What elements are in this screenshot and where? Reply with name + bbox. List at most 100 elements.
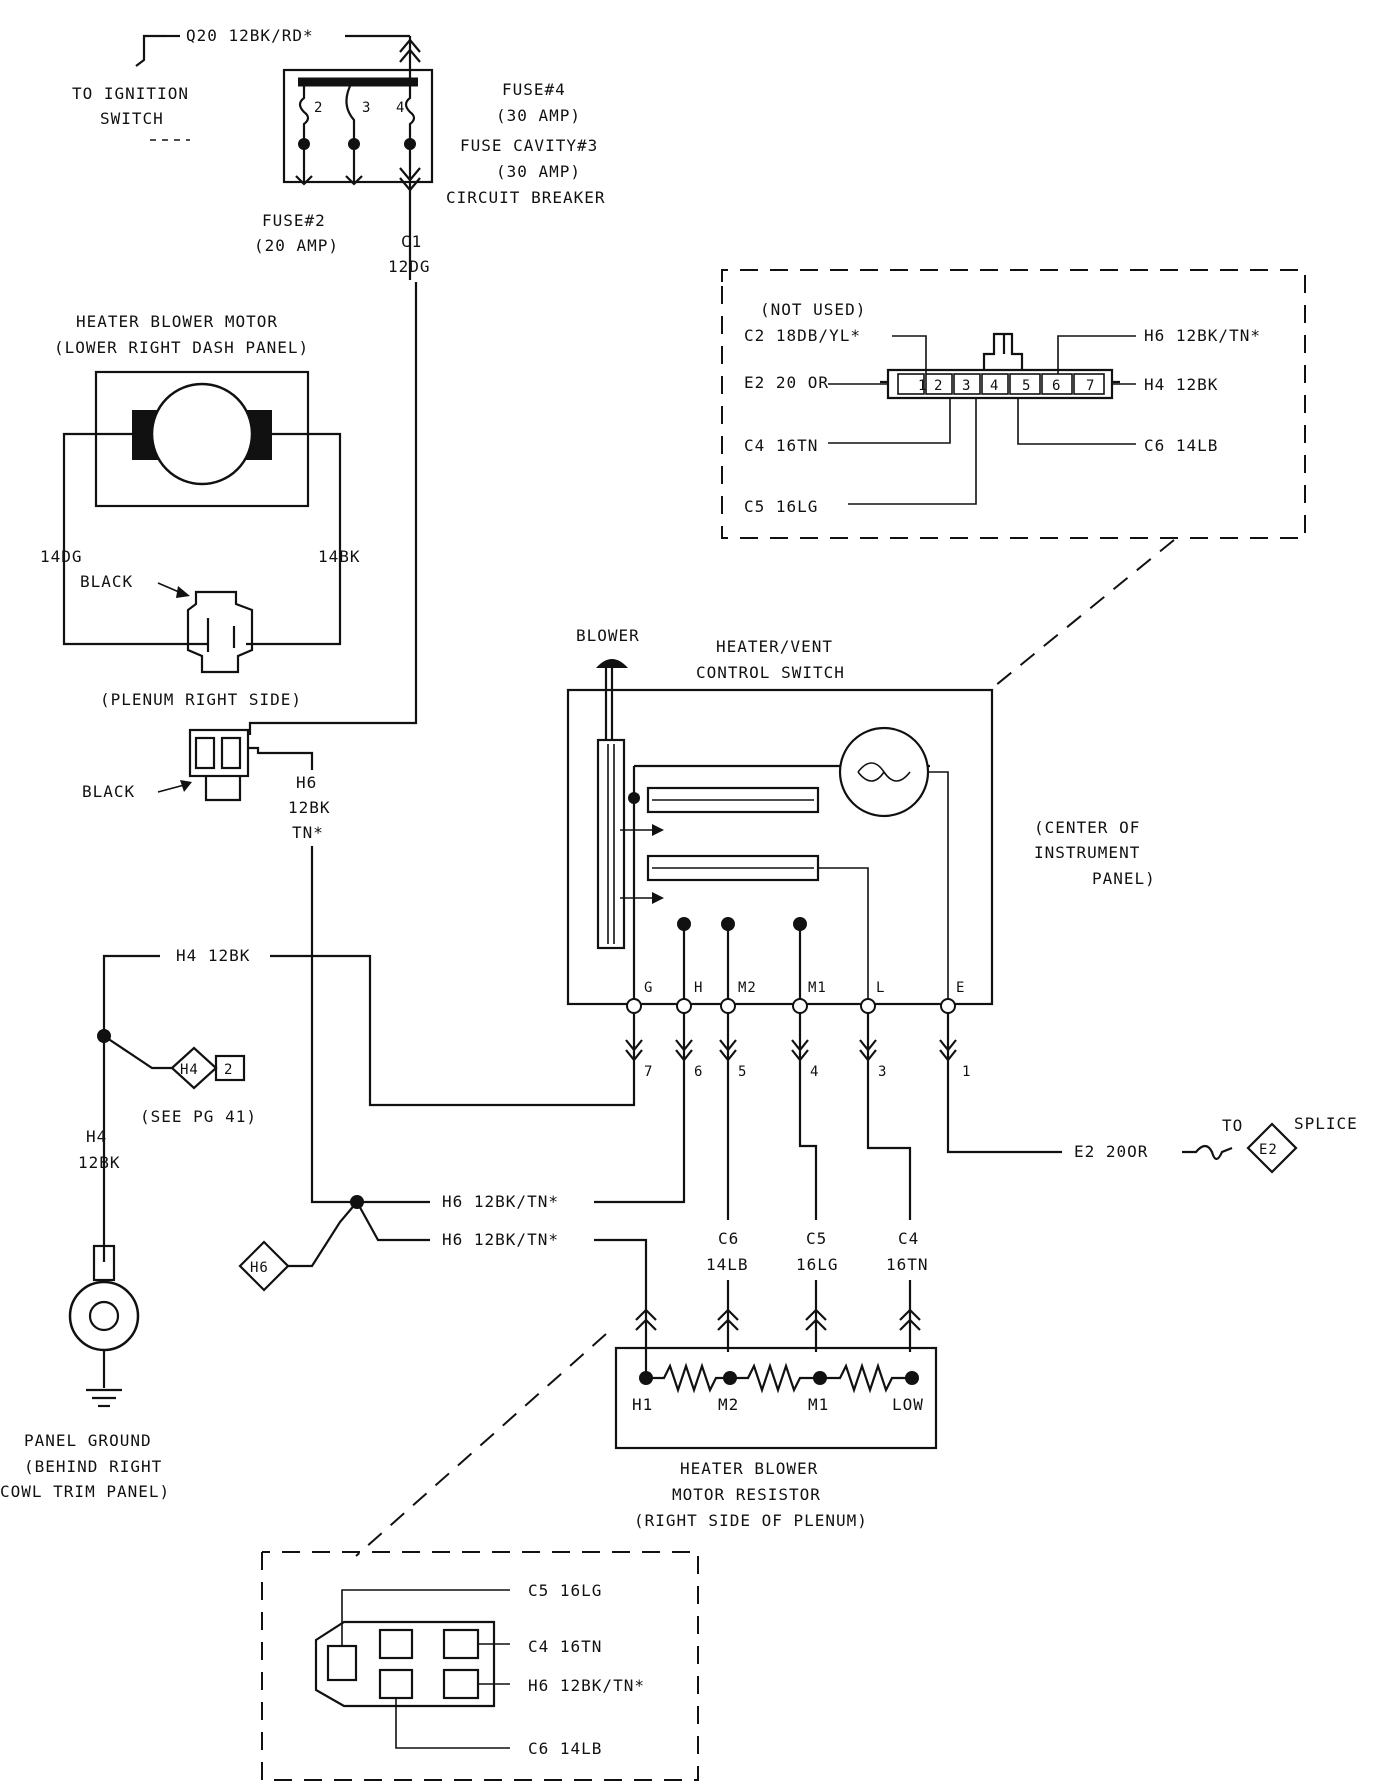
svg-text:M2: M2 [738, 980, 757, 996]
svg-text:1: 1 [918, 378, 927, 394]
h6-label: H6 [296, 773, 317, 792]
svg-text:C6: C6 [718, 1229, 739, 1248]
ground-label-2: (BEHIND RIGHT [24, 1457, 162, 1476]
resistor-coil-3 [826, 1362, 906, 1394]
svg-text:C6 14LB: C6 14LB [1144, 436, 1218, 455]
svg-text:3: 3 [878, 1064, 887, 1080]
svg-text:7: 7 [644, 1064, 653, 1080]
svg-text:M1: M1 [808, 980, 827, 996]
motor-connector-color: BLACK [80, 572, 133, 591]
e2-splice-diamond [1246, 1122, 1298, 1174]
svg-text:2: 2 [224, 1062, 233, 1078]
svg-text:C2 18DB/YL*: C2 18DB/YL* [744, 326, 861, 345]
switch-connector-pins: 1 2 3 4 5 6 7 [897, 373, 1105, 395]
svg-text:H6 12BK/TN*: H6 12BK/TN* [1144, 326, 1261, 345]
fuse-cavity-rating: (30 AMP) [496, 162, 581, 181]
switch-connector-inset: (NOT USED) C2 18DB/YL* E2 20 OR C4 16TN … [721, 269, 1306, 539]
switch-pin-connectors: 7 6 5 4 3 1 [625, 1013, 970, 1080]
h4-vertical-gauge: 12BK [78, 1153, 121, 1172]
fuse-box [282, 68, 434, 184]
plenum-connector [186, 590, 254, 674]
control-switch-box [566, 688, 994, 1006]
blower-slider[interactable] [596, 738, 626, 950]
svg-text:5: 5 [1022, 378, 1031, 394]
svg-text:M2: M2 [718, 1395, 739, 1414]
blower-motor-icon [150, 382, 254, 486]
fuse4-rating: (30 AMP) [496, 106, 581, 125]
c1-wire [248, 282, 418, 735]
q20-wire-label: Q20 12BK/RD* [186, 26, 314, 45]
c1-label: C1 [401, 232, 422, 251]
svg-text:LOW: LOW [892, 1395, 924, 1414]
c4-wire [866, 1060, 912, 1220]
svg-text:H6: H6 [250, 1260, 269, 1276]
lower-connector [188, 728, 250, 778]
svg-text:C4 16TN: C4 16TN [744, 436, 818, 455]
svg-text:14LB: 14LB [706, 1255, 749, 1274]
svg-text:3: 3 [362, 100, 371, 116]
fuse-cavity-label: FUSE CAVITY#3 [460, 136, 598, 155]
svg-text:2: 2 [314, 100, 323, 116]
splice-label: SPLICE [1294, 1114, 1358, 1133]
svg-text:3: 3 [962, 378, 971, 394]
circuit-breaker-label: CIRCUIT BREAKER [446, 188, 606, 207]
see-page-label: (SEE PG 41) [140, 1107, 257, 1126]
svg-text:4: 4 [990, 378, 999, 394]
resistor-title-2: MOTOR RESISTOR [672, 1485, 821, 1504]
resistor-connector-inset: C5 16LG C4 16TN H6 12BK/TN* C6 14LB [261, 1551, 699, 1781]
ground-section: H4 12BK H4 2 (SEE PG 41) H4 12BK PANEL G… [0, 946, 636, 1501]
c1-wire-label: 12DG [388, 257, 431, 276]
ground-label-3: COWL TRIM PANEL) [0, 1482, 170, 1501]
svg-text:C4 16TN: C4 16TN [528, 1637, 602, 1656]
control-switch-section: BLOWER HEATER/VENT CONTROL SWITCH (CENTE… [566, 626, 1156, 1080]
h6-lower-wire: H6 12BK/TN* [442, 1230, 559, 1249]
h6-branch-section: H6 12BK/TN* H6 12BK/TN* H6 [238, 1060, 686, 1320]
svg-text:4: 4 [810, 1064, 819, 1080]
resistor-title-1: HEATER BLOWER [680, 1459, 818, 1478]
resistor-section: C6 14LB C5 16LG C4 16TN H1 M2 M1 LOW HEA… [614, 1229, 938, 1530]
motor-right-wire: 14BK [318, 547, 361, 566]
resistor-connector-body [314, 1620, 496, 1708]
svg-text:L: L [876, 980, 885, 996]
svg-text:M1: M1 [808, 1395, 829, 1414]
svg-text:2: 2 [934, 378, 943, 394]
lower-connector-color: BLACK [82, 782, 135, 801]
blower-motor-box [94, 370, 310, 508]
svg-text:E2 20 OR: E2 20 OR [744, 373, 829, 392]
h6-wire [310, 846, 357, 1204]
svg-text:7: 7 [1086, 378, 1095, 394]
h6-diamond [238, 1240, 290, 1292]
svg-text:E2: E2 [1259, 1142, 1278, 1158]
resistor-box [614, 1346, 938, 1450]
to-label: TO [1222, 1116, 1243, 1135]
h4-wire-label: H4 12BK [176, 946, 250, 965]
ignition-break-icon [135, 34, 166, 67]
svg-text:H1: H1 [632, 1395, 653, 1414]
fuse-block-section: Q20 12BK/RD* TO IGNITION SWITCH 2 3 4 FU… [72, 26, 606, 280]
h4-vertical-label: H4 [86, 1127, 107, 1146]
svg-text:H4 12BK: H4 12BK [1144, 375, 1218, 394]
svg-text:6: 6 [1052, 378, 1061, 394]
switch-location-3: PANEL) [1092, 869, 1156, 888]
svg-text:H6 12BK/TN*: H6 12BK/TN* [528, 1676, 645, 1695]
resistor-coil-2 [736, 1362, 814, 1394]
fuse2-label: FUSE#2 [262, 211, 326, 230]
svg-text:H: H [694, 980, 703, 996]
resistor-coil-1 [652, 1362, 724, 1394]
e2-wire-label: E2 20OR [1074, 1142, 1148, 1161]
svg-text:6: 6 [694, 1064, 703, 1080]
svg-text:G: G [644, 980, 653, 996]
to-ignition-label-2: SWITCH [100, 109, 164, 128]
svg-text:H4: H4 [180, 1062, 199, 1078]
plenum-location: (PLENUM RIGHT SIDE) [100, 690, 302, 709]
svg-text:16LG: 16LG [796, 1255, 839, 1274]
fuse4-label: FUSE#4 [502, 80, 566, 99]
svg-text:C5 16LG: C5 16LG [744, 497, 818, 516]
blower-knob-icon[interactable] [596, 659, 628, 668]
motor-title-2: (LOWER RIGHT DASH PANEL) [54, 338, 309, 357]
switch-location-1: (CENTER OF [1034, 818, 1140, 837]
svg-text:4: 4 [396, 100, 405, 116]
h6-gauge: 12BK [288, 798, 331, 817]
svg-text:16TN: 16TN [886, 1255, 929, 1274]
